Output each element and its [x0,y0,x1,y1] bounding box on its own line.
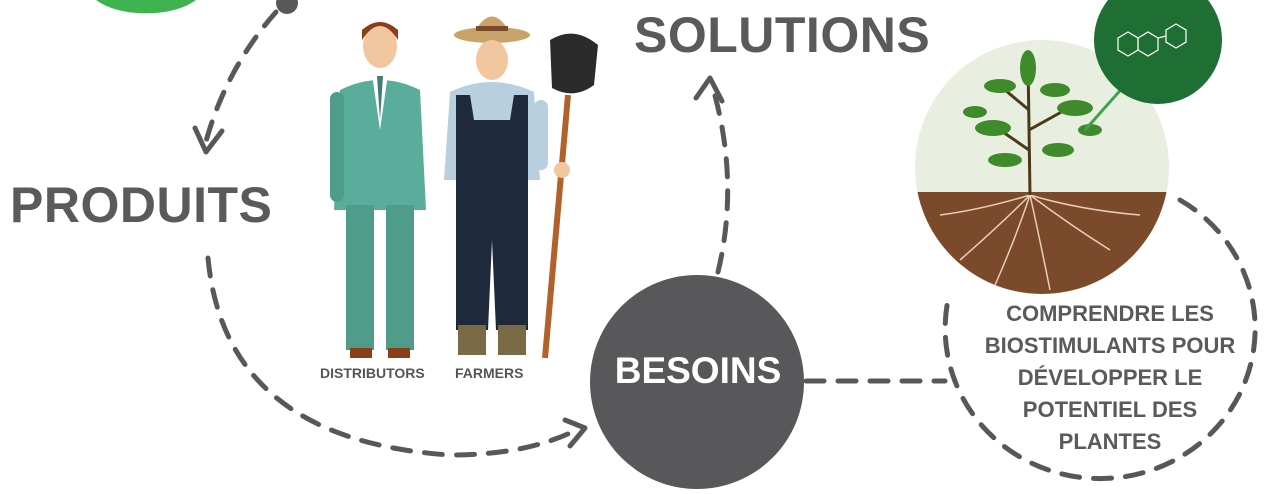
produits-label: PRODUITS [10,177,273,233]
arrow-to-produits [202,9,279,148]
bio-line: COMPRENDRE LES [1006,301,1214,326]
biostimulant-text-block: COMPRENDRE LES BIOSTIMULANTS POUR DÉVELO… [955,298,1265,458]
node-dot [276,0,298,14]
bio-line: POTENTIEL DES [1022,397,1198,422]
bio-dashed-circle [942,197,1258,482]
arrowhead-besoins [562,417,588,449]
green-circle-fragment [96,0,196,14]
farmer-figure-icon [444,16,548,355]
arrowhead-produits [192,125,225,155]
besoins-label: BESOINS [614,350,782,391]
bio-line: BIOSTIMULANTS POUR [984,333,1236,358]
arrow-to-besoins [205,255,583,458]
besoins-circle [590,275,804,489]
solutions-label: SOLUTIONS [634,7,931,63]
molecule-icon [1083,0,1222,131]
arrowhead-solutions [693,75,725,104]
distributors-caption: DISTRIBUTORS [320,365,425,381]
arrow-to-solutions [709,82,731,275]
bio-line: DÉVELOPPER LE [1017,365,1203,390]
farmers-caption: FARMERS [455,365,524,381]
spade-icon [542,33,598,359]
distributor-figure-icon [330,22,426,358]
bio-line: PLANTES [1058,429,1162,454]
